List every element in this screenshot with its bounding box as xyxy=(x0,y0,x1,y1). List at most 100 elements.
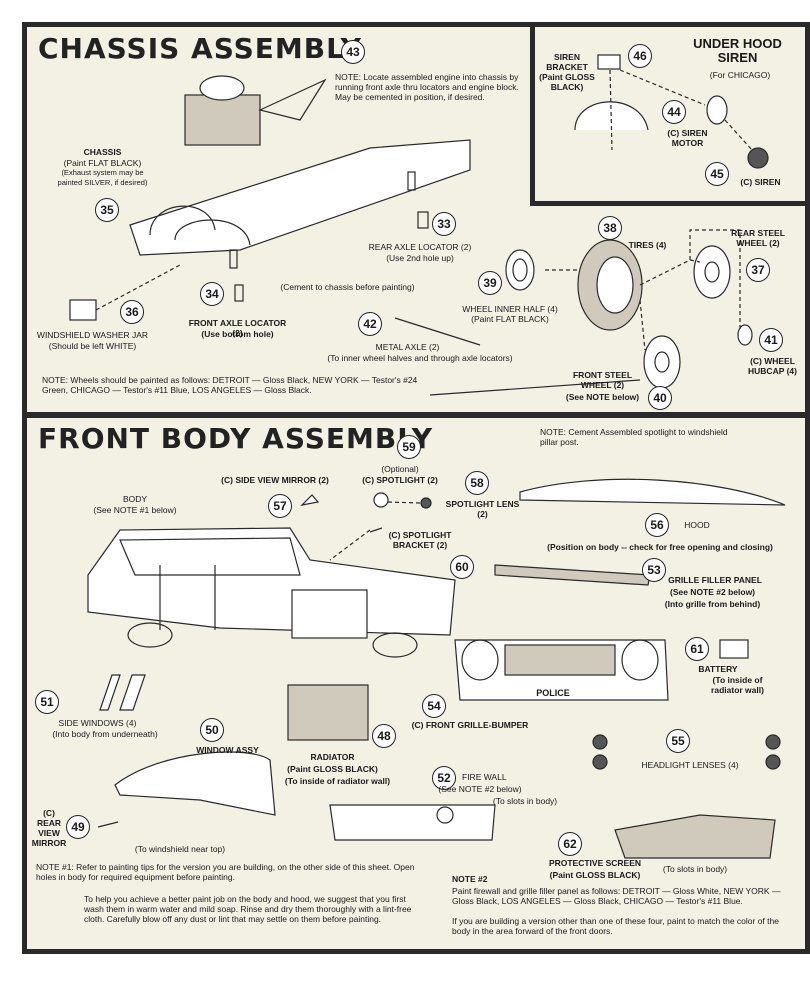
rear-mirror-note: (To windshield near top) xyxy=(134,844,226,854)
rear-axle-locator-label: REAR AXLE LOCATOR (2) xyxy=(368,242,472,252)
radiator-label: RADIATOR xyxy=(310,752,355,762)
cement-note: (Cement to chassis before painting) xyxy=(280,282,415,292)
note-2b: If you are building a version other than… xyxy=(452,916,779,936)
step-41: 41 xyxy=(759,328,783,352)
step-34: 34 xyxy=(200,282,224,306)
engine-block xyxy=(184,94,261,146)
hubcap-label: (C) WHEEL HUBCAP (4) xyxy=(748,356,797,376)
step-58: 58 xyxy=(465,471,489,495)
screen-paint: (Paint GLOSS BLACK) xyxy=(549,870,641,880)
metal-axle-note: (To inner wheel halves and through axle … xyxy=(327,353,513,363)
hood-shape xyxy=(519,478,786,506)
step-49: 49 xyxy=(66,815,90,839)
washer-jar-label: WINDSHIELD WASHER JAR xyxy=(36,330,149,340)
step-42: 42 xyxy=(358,312,382,336)
body-label: BODY xyxy=(122,494,148,504)
firewall-shape xyxy=(329,804,496,841)
grille-filler-shape xyxy=(494,564,651,586)
spotlight-lens-shape xyxy=(420,497,432,509)
headlight-shape-1 xyxy=(592,734,608,750)
step-53: 53 xyxy=(642,558,666,582)
siren-subtitle: (For CHICAGO) xyxy=(709,70,771,80)
protective-screen-shape xyxy=(614,814,776,859)
hood-note: (Position on body -- check for free open… xyxy=(547,542,773,552)
step-44: 44 xyxy=(662,100,686,124)
spotlight-bracket-shape xyxy=(369,527,383,533)
side-windows-label: SIDE WINDOWS (4) xyxy=(58,718,137,728)
wheel-paint-note: NOTE: Wheels should be painted as follow… xyxy=(42,375,418,395)
grille-filler-note1: (See NOTE #2 below) xyxy=(669,587,756,597)
battery-shape xyxy=(719,639,749,659)
body-note: (See NOTE #1 below) xyxy=(93,505,177,515)
step-38: 38 xyxy=(598,216,622,240)
spotlight-label: (C) SPOTLIGHT (2) xyxy=(362,475,438,485)
siren-motor-shape xyxy=(706,95,728,125)
step-59: 59 xyxy=(397,435,421,459)
window-assy-shape xyxy=(114,751,276,816)
washer-jar-shape xyxy=(69,299,97,321)
step-61: 61 xyxy=(685,637,709,661)
spotlight-shape xyxy=(373,492,389,508)
rear-wheel-label: REAR STEEL WHEEL (2) xyxy=(731,228,785,248)
chassis-paint-label: (Paint FLAT BLACK) xyxy=(63,158,142,168)
step-55: 55 xyxy=(666,729,690,753)
metal-axle-shape xyxy=(394,317,481,346)
hood-label: HOOD xyxy=(684,520,710,530)
front-wheel-note: (See NOTE below) xyxy=(565,392,640,402)
wheel-inner-shape xyxy=(505,249,535,291)
side-mirror-label: (C) SIDE VIEW MIRROR (2) xyxy=(221,475,329,485)
front-axle-locator-label: FRONT AXLE LOCATOR (2) xyxy=(188,318,287,338)
police-plate: POLICE xyxy=(536,688,570,698)
fire-wall-label: FIRE WALL xyxy=(462,772,507,782)
metal-axle-label: METAL AXLE (2) xyxy=(375,342,440,352)
battery-label: BATTERY xyxy=(698,664,738,674)
siren-title: UNDER HOOD SIREN xyxy=(693,36,782,65)
note-2-heading: NOTE #2 xyxy=(452,874,488,884)
side-mirror-shape xyxy=(300,494,320,506)
battery-note: (To inside of radiator wall) xyxy=(711,675,764,695)
exhaust-pipe xyxy=(258,78,327,121)
screen-label: PROTECTIVE SCREEN xyxy=(548,858,642,868)
front-wheel-label: FRONT STEEL WHEEL (2) xyxy=(572,370,633,390)
siren-bracket-label: SIREN BRACKET (Paint GLOSS BLACK) xyxy=(539,52,595,92)
radiator-note: (To inside of radiator wall) xyxy=(284,776,391,786)
window-assy-label: WINDOW ASSY xyxy=(196,745,259,755)
body-radiator-opening xyxy=(291,589,368,639)
siren-shape xyxy=(747,147,769,169)
rear-axle-hole-label: (Use 2nd hole up) xyxy=(386,253,454,263)
headlight-label: HEADLIGHT LENSES (4) xyxy=(641,760,739,770)
step-45: 45 xyxy=(705,162,729,186)
air-cleaner xyxy=(199,75,245,101)
step-62: 62 xyxy=(558,832,582,856)
tires-label: TIRES (4) xyxy=(628,240,667,250)
step-39: 39 xyxy=(478,271,502,295)
radiator-paint: (Paint GLOSS BLACK) xyxy=(287,764,378,774)
rear-axle-locator-shape xyxy=(407,171,416,191)
rear-mirror-shape xyxy=(97,821,119,828)
rear-mirror-label: (C) REAR VIEW MIRROR xyxy=(31,808,67,848)
step-48: 48 xyxy=(372,724,396,748)
rear-steel-wheel-shape xyxy=(693,245,731,299)
front-steel-wheel-shape xyxy=(643,335,681,389)
hubcap-shape xyxy=(737,324,753,346)
step-40: 40 xyxy=(648,386,672,410)
step-51: 51 xyxy=(35,690,59,714)
side-windows-note: (Into body from underneath) xyxy=(52,729,158,739)
fire-wall-note2: (To slots in body) xyxy=(492,796,558,806)
step-37: 37 xyxy=(746,258,770,282)
step-43: 43 xyxy=(341,40,365,64)
step-52: 52 xyxy=(432,766,456,790)
engine-note: NOTE: Locate assembled engine into chass… xyxy=(335,72,519,102)
section-divider xyxy=(22,412,810,418)
chassis-assembly-title: CHASSIS ASSEMBLY xyxy=(38,32,362,65)
screen-note: (To slots in body) xyxy=(662,864,728,874)
step-33: 33 xyxy=(432,212,456,236)
step-60: 60 xyxy=(450,555,474,579)
note-1b: To help you achieve a better paint job o… xyxy=(84,894,412,924)
chassis-exhaust-label: (Exhaust system may be painted SILVER, i… xyxy=(57,168,148,187)
front-axle-hole-label: (Use bottom hole) xyxy=(201,329,274,339)
spotlight-note: NOTE: Cement Assembled spotlight to wind… xyxy=(540,427,728,447)
spotlight-lens-label: SPOTLIGHT LENS (2) xyxy=(445,499,520,519)
siren-motor-label: (C) SIREN MOTOR xyxy=(667,128,708,148)
